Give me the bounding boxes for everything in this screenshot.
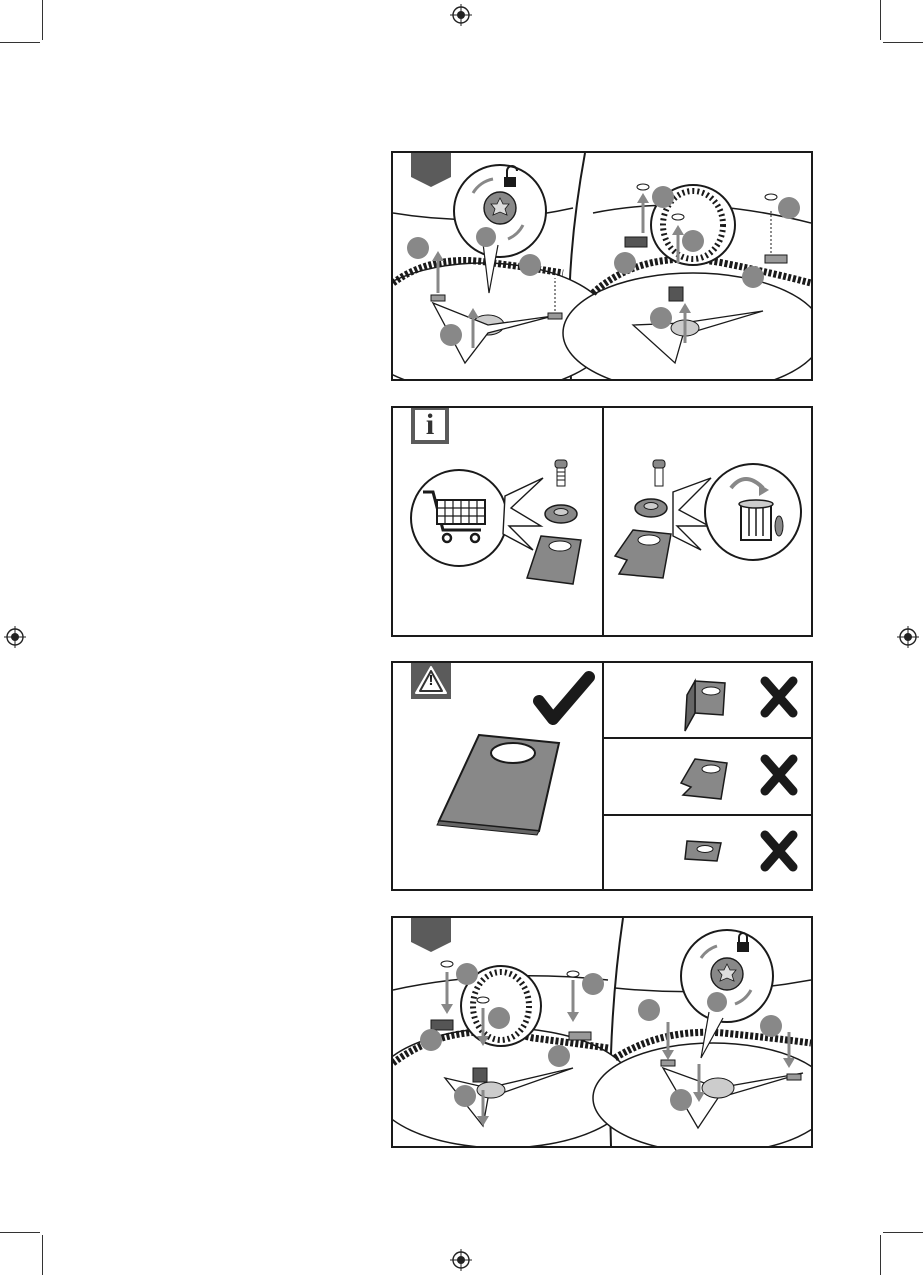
panel-warning-blade-condition: ! <box>391 661 813 891</box>
crop-mark <box>0 42 40 43</box>
check-mark-icon <box>539 677 589 719</box>
registration-mark-icon <box>4 626 26 648</box>
crop-mark <box>883 42 923 43</box>
step-marker-icon <box>411 916 451 954</box>
panel-info-replacement: i <box>391 406 813 637</box>
crop-mark <box>42 1235 43 1275</box>
install-illustration <box>393 918 811 1146</box>
cross-mark-icon <box>765 759 793 791</box>
screw-icon <box>653 460 665 486</box>
panel-remove-blades <box>391 151 813 381</box>
registration-mark-icon <box>450 4 472 26</box>
registration-mark-icon <box>897 626 919 648</box>
registration-mark-icon <box>450 1249 472 1271</box>
step-marker-icon <box>411 151 451 189</box>
crop-mark <box>42 0 43 40</box>
screw-icon <box>555 460 567 486</box>
replacement-illustration <box>393 408 811 635</box>
blade-icon <box>527 536 581 584</box>
washer-icon <box>635 499 667 517</box>
crop-mark <box>880 1235 881 1275</box>
crop-mark <box>880 0 881 40</box>
cross-mark-icon <box>765 681 793 713</box>
cross-mark-icon <box>765 835 793 867</box>
crop-mark <box>883 1232 923 1233</box>
washer-icon <box>545 505 577 523</box>
blade-condition-illustration <box>393 663 811 889</box>
removal-illustration <box>393 153 811 379</box>
blade-icon <box>437 735 559 835</box>
crop-mark <box>0 1232 40 1233</box>
panel-install-blades <box>391 916 813 1148</box>
blade-icon <box>615 530 671 578</box>
